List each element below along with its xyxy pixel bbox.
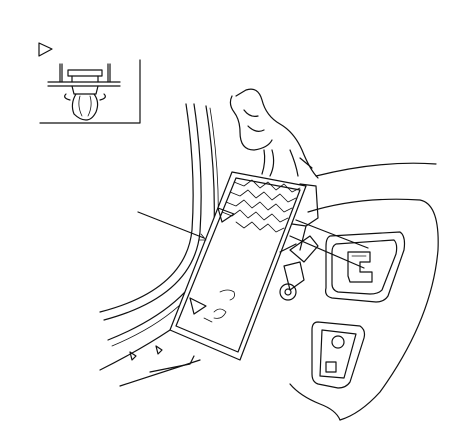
- triangle-pointer-icon: [38, 42, 53, 57]
- clip-fastener: [47, 63, 121, 121]
- inset-frame: [39, 59, 141, 124]
- cover-louvres: [221, 179, 301, 233]
- clip-detail-inset: [38, 42, 141, 124]
- wire-harness: [229, 88, 319, 179]
- mount-bracket: [279, 183, 319, 301]
- arrow-mark-upper: [217, 207, 235, 223]
- fuse-box-cover: [169, 171, 307, 361]
- leader-lines: [137, 211, 369, 269]
- leader-line-to-clip-hole-upper: [295, 219, 369, 249]
- leader-line-to-clip-hole-lower: [289, 235, 365, 269]
- leader-arrowhead: [198, 233, 207, 241]
- cover-body: [169, 171, 307, 361]
- arrow-mark-lower: [189, 297, 207, 315]
- body-panel: [289, 162, 439, 421]
- leader-line-to-panel-edge: [137, 211, 205, 239]
